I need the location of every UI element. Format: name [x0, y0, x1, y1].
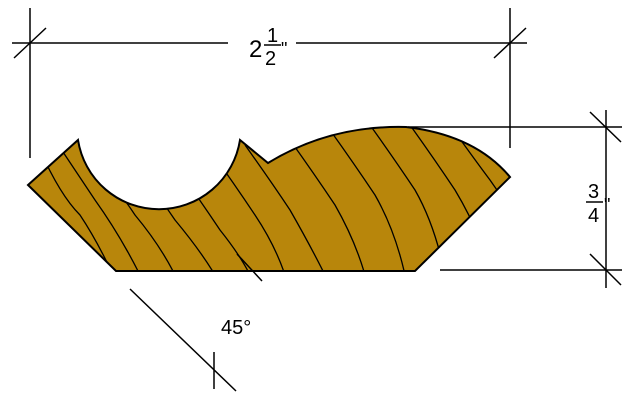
width-numerator: 1 — [267, 25, 278, 47]
width-dimension — [12, 8, 527, 158]
bevel-extension-line — [236, 253, 263, 282]
width-tick-left — [13, 27, 47, 59]
height-dimension — [408, 110, 622, 288]
grain-line — [54, 139, 141, 272]
width-tick-right — [493, 27, 527, 59]
height-denominator: 4 — [588, 205, 599, 227]
height-tick-top — [589, 111, 622, 143]
height-tick-bottom — [589, 253, 622, 286]
grain-line — [329, 129, 406, 272]
grain-line — [289, 139, 366, 272]
width-denominator: 2 — [265, 48, 276, 70]
bevel-angle-dimension — [129, 253, 263, 392]
wood-profile — [26, 125, 512, 272]
height-numerator: 3 — [588, 181, 599, 203]
grain-line — [244, 144, 326, 272]
height-unit: " — [604, 195, 610, 215]
width-whole: 2 — [249, 36, 262, 63]
width-unit: " — [281, 39, 287, 59]
angle-label: 45° — [221, 317, 251, 339]
bevel-dimension-line — [129, 288, 237, 392]
